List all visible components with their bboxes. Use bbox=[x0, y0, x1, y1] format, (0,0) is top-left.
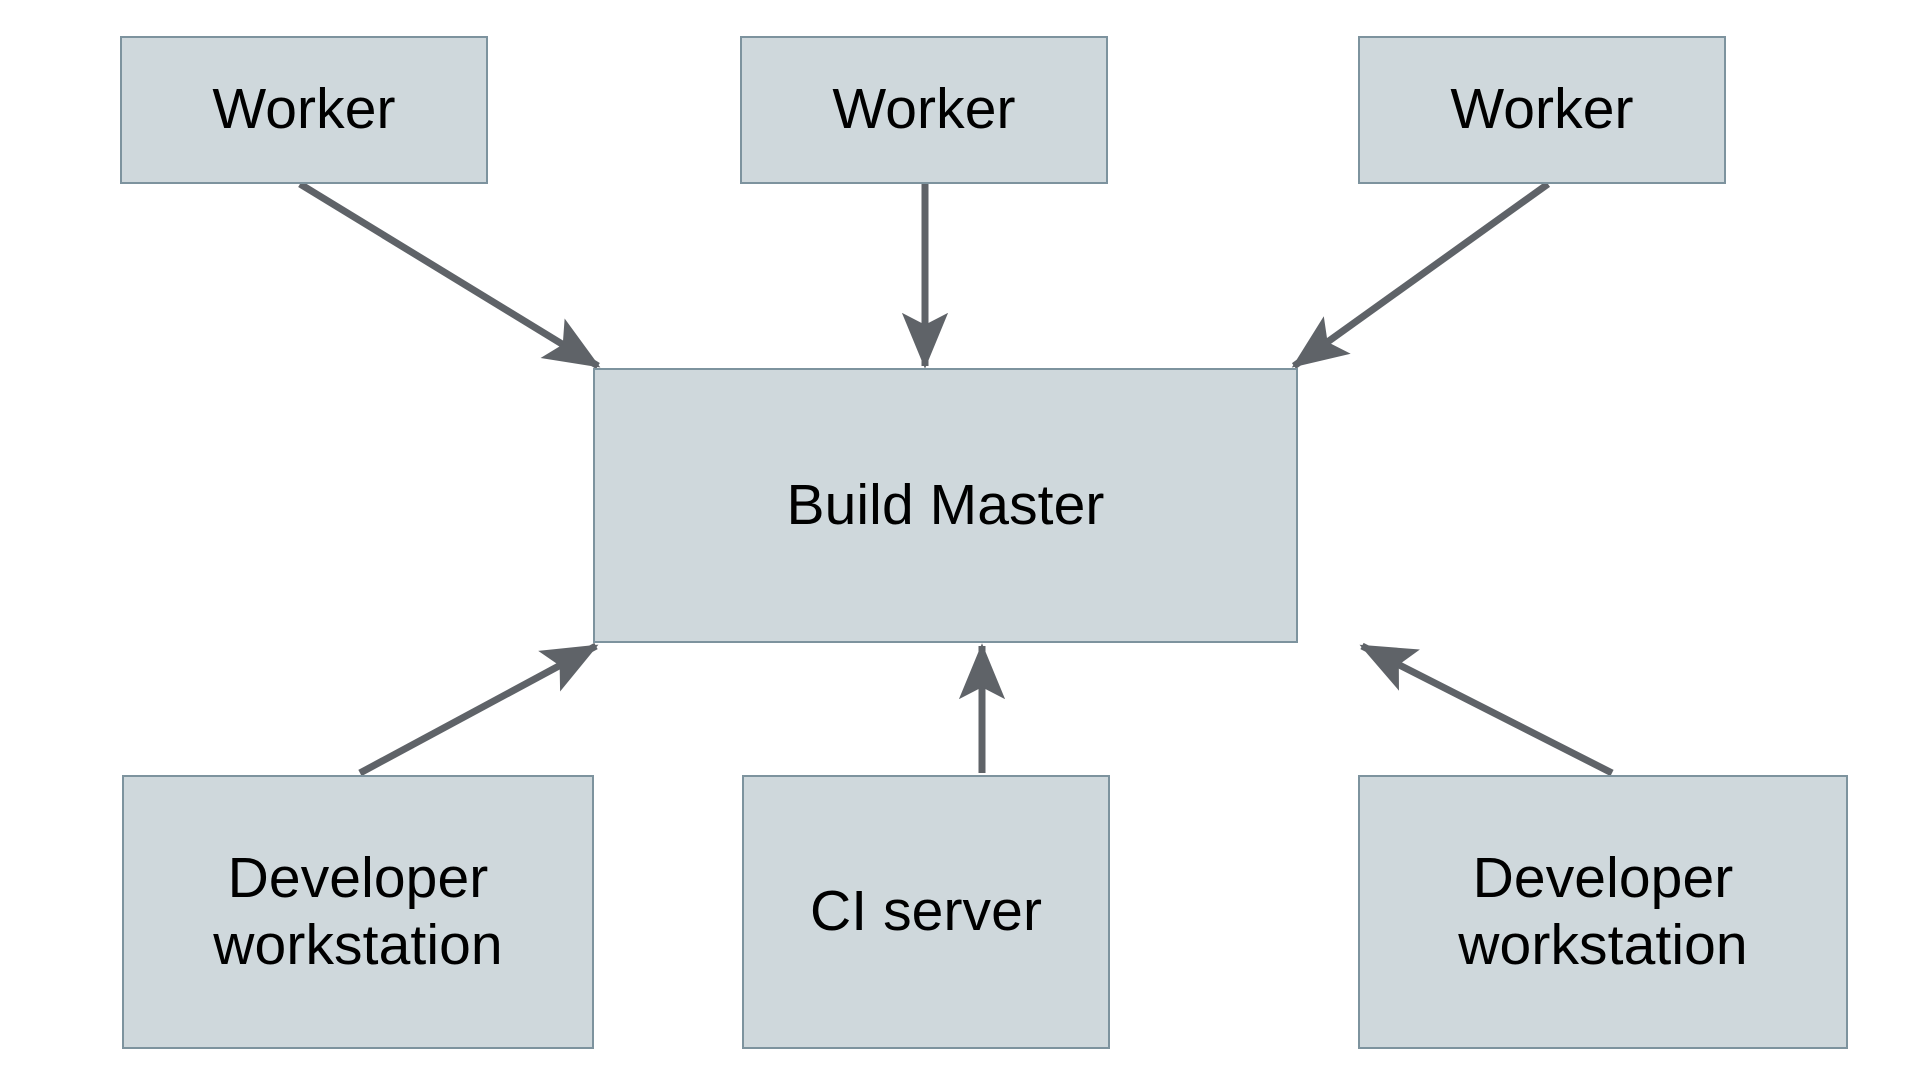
node-label: Developer workstation bbox=[213, 845, 503, 977]
node-worker-1[interactable]: Worker bbox=[120, 36, 488, 184]
node-worker-2[interactable]: Worker bbox=[740, 36, 1108, 184]
node-developer-workstation-right[interactable]: Developer workstation bbox=[1358, 775, 1848, 1049]
edge-developer-workstation-left-to-build-master bbox=[358, 642, 599, 777]
node-ci-server[interactable]: CI server bbox=[742, 775, 1110, 1049]
node-label: CI server bbox=[809, 879, 1043, 944]
node-label: Worker bbox=[832, 77, 1016, 142]
node-build-master[interactable]: Build Master bbox=[593, 368, 1298, 643]
edge-worker3-to-build-master bbox=[1291, 181, 1551, 369]
node-label: Worker bbox=[1450, 77, 1634, 142]
node-worker-3[interactable]: Worker bbox=[1358, 36, 1726, 184]
node-label: Build Master bbox=[786, 472, 1105, 537]
node-label: Worker bbox=[212, 77, 396, 142]
node-label: Developer workstation bbox=[1458, 845, 1748, 977]
edge-developer-workstation-right-to-build-master bbox=[1359, 642, 1614, 777]
node-developer-workstation-left[interactable]: Developer workstation bbox=[122, 775, 594, 1049]
edge-worker1-to-build-master bbox=[298, 181, 601, 369]
